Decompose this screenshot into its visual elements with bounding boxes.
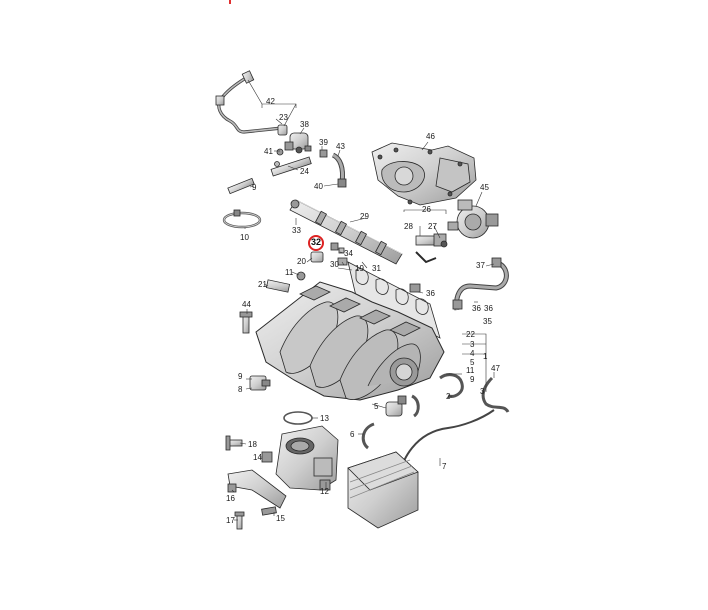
clamp-10 xyxy=(222,209,262,229)
callout-42: 42 xyxy=(266,97,275,106)
valve-5 xyxy=(385,395,407,417)
callout-11a: 11 xyxy=(285,268,294,277)
callout-36a: 36 xyxy=(426,289,435,298)
callout-9-top: 9 xyxy=(252,183,257,192)
callout-44: 44 xyxy=(242,300,251,309)
callout-41: 41 xyxy=(264,147,273,156)
callout-33: 33 xyxy=(292,226,301,235)
highlight-ring-32 xyxy=(308,235,324,251)
red-corner-mark xyxy=(229,0,231,4)
fuel-pump-45 xyxy=(447,199,499,239)
callout-12: 12 xyxy=(320,487,329,496)
hose-3 xyxy=(439,373,464,398)
callout-29: 29 xyxy=(360,212,369,221)
bracket-15 xyxy=(227,469,287,516)
bolt-18 xyxy=(225,435,243,451)
callout-38: 38 xyxy=(300,120,309,129)
callout-8: 8 xyxy=(238,385,243,394)
callout-14: 14 xyxy=(253,453,262,462)
valve-38 xyxy=(284,132,312,154)
leader-lines xyxy=(231,79,495,521)
sensor-8 xyxy=(249,375,271,391)
bolt-44 xyxy=(239,311,253,334)
callout-1: 1 xyxy=(483,352,488,361)
fuel-rail-29 xyxy=(289,199,403,265)
callout-34: 34 xyxy=(344,249,353,258)
callout-19: 19 xyxy=(355,264,364,273)
callout-45: 45 xyxy=(480,183,489,192)
callout-39: 39 xyxy=(319,138,328,147)
small-parts-cluster xyxy=(296,242,348,281)
callout-46: 46 xyxy=(426,132,435,141)
bolt-16-17 xyxy=(227,483,245,530)
callout-23: 23 xyxy=(279,113,288,122)
callout-9-left: 9 xyxy=(238,372,243,381)
callout-24: 24 xyxy=(300,167,309,176)
callout-3: 3 xyxy=(470,340,475,349)
callout-10: 10 xyxy=(240,233,249,242)
callout-2: 2 xyxy=(446,392,451,401)
callout-28: 28 xyxy=(404,222,413,231)
callout-5: 5 xyxy=(470,358,475,367)
hose-47 xyxy=(481,376,510,413)
bracket-24 xyxy=(270,148,312,177)
hose-37 xyxy=(452,257,509,311)
connector-23 xyxy=(277,124,288,136)
callout-17: 17 xyxy=(226,516,235,525)
callout-7: 7 xyxy=(442,462,447,471)
callout-20: 20 xyxy=(297,257,306,266)
callout-13: 13 xyxy=(320,414,329,423)
callout-26: 26 xyxy=(422,205,431,214)
callout-9b: 9 xyxy=(470,375,475,384)
callout-30: 30 xyxy=(330,260,339,269)
air-filter-box xyxy=(347,451,419,529)
connector-14 xyxy=(261,451,273,463)
intake-manifold xyxy=(255,281,445,401)
callout-43: 43 xyxy=(336,142,345,151)
callout-15: 15 xyxy=(276,514,285,523)
callout-35: 35 xyxy=(483,317,492,326)
callout-31: 31 xyxy=(372,264,381,273)
callout-3b: 3 xyxy=(480,387,485,396)
callout-36b: 36 xyxy=(472,304,481,313)
callout-11b: 11 xyxy=(466,366,475,375)
callout-32-highlighted: 32 xyxy=(311,237,322,247)
pipe-7 xyxy=(399,409,495,473)
bolt-36 xyxy=(409,283,421,293)
clip-28b xyxy=(415,251,437,264)
gasket-13 xyxy=(283,411,313,425)
callout-22: 22 xyxy=(466,330,475,339)
callout-4: 4 xyxy=(470,349,475,358)
callout-16: 16 xyxy=(226,494,235,503)
callout-5-left: 5 xyxy=(374,402,379,411)
callout-36c: 36 xyxy=(484,304,493,313)
callout-21: 21 xyxy=(258,280,267,289)
callout-6: 6 xyxy=(350,430,355,439)
vacuum-hose-42 xyxy=(215,70,283,134)
sensor-9-top xyxy=(227,177,255,195)
hose-43 xyxy=(319,149,347,188)
callout-47: 47 xyxy=(491,364,500,373)
pressure-sensor-28 xyxy=(415,233,448,248)
throttle-body-12 xyxy=(275,425,339,491)
gasket-36 xyxy=(347,261,441,339)
callout-18: 18 xyxy=(248,440,257,449)
engine-cover-46 xyxy=(371,142,477,206)
hose-3b xyxy=(411,394,420,418)
hose-6 xyxy=(361,422,375,450)
connector-21 xyxy=(265,279,291,293)
callout-40: 40 xyxy=(314,182,323,191)
callout-37: 37 xyxy=(476,261,485,270)
callout-27: 27 xyxy=(428,222,437,231)
